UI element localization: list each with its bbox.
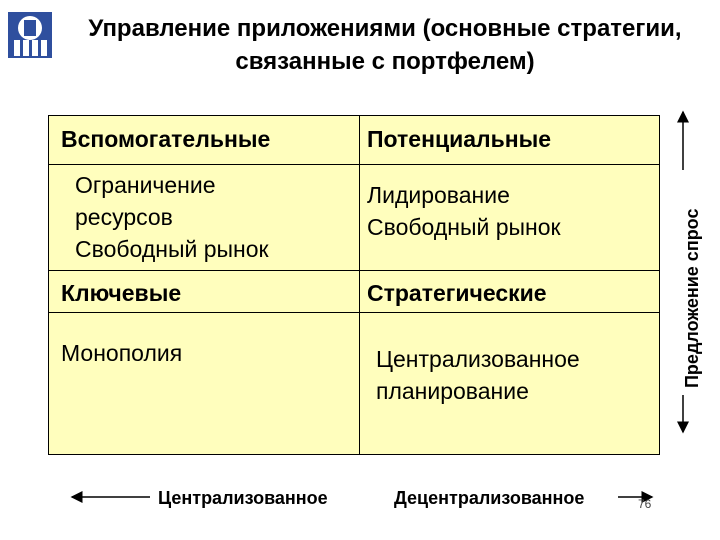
quadrant-header-support: Вспомогательные (61, 126, 271, 152)
vertical-divider (359, 116, 360, 454)
university-logo (8, 12, 52, 58)
quadrant-text-strategic-1: Централизованное (376, 346, 580, 372)
quadrant-text-key-1: Монополия (61, 340, 183, 366)
strategy-matrix: Вспомогательные Ограничение ресурсов Сво… (48, 115, 660, 455)
quadrant-text-support-3: Свободный рынок (75, 236, 269, 262)
quadrant-header-strategic: Стратегические (367, 280, 547, 306)
page-title: Управление приложениями (основные страте… (88, 15, 682, 75)
quadrant-text-strategic-2: планирование (376, 378, 529, 404)
horizontal-axis-label-left: Централизованное (158, 488, 328, 508)
header-divider-top (49, 164, 659, 165)
quadrant-header-key: Ключевые (61, 280, 182, 306)
vertical-axis-label: Предложение спрос (682, 208, 702, 388)
quadrant-text-support-2: ресурсов (75, 204, 173, 230)
header-divider-bottom (49, 312, 659, 313)
quadrant-text-potential-1: Лидирование (367, 182, 510, 208)
page-number: 76 (638, 497, 652, 511)
quadrant-text-potential-2: Свободный рынок (367, 214, 561, 240)
quadrant-text-support-1: Ограничение (75, 172, 216, 198)
horizontal-axis-label-right: Децентрализованное (394, 488, 585, 508)
middle-divider (49, 270, 659, 271)
quadrant-header-potential: Потенциальные (367, 126, 552, 152)
